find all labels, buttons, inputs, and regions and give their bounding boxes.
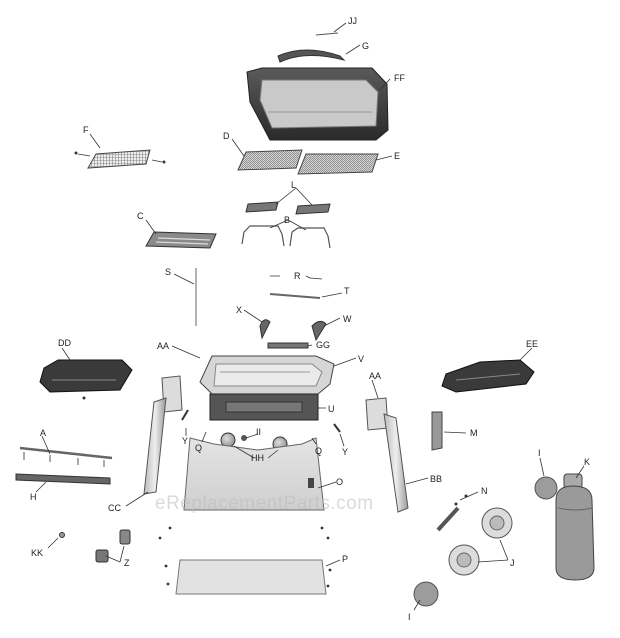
label-y-left: Y [182,436,188,446]
label-q-right: Q [315,446,322,456]
part-i-cap-top [534,476,558,500]
label-u: U [328,404,335,414]
panel-hardware [158,526,332,588]
label-v: V [358,354,364,364]
label-r: R [294,271,301,281]
label-n: N [481,486,488,496]
part-o-front-panel [183,437,325,511]
label-kk: KK [31,548,43,558]
part-labels: JJ G FF F D E L B C S R T X W AA GG DD E… [30,16,590,622]
label-gg: GG [316,340,330,350]
part-z-igniter [95,529,131,563]
part-g-lid-handle [277,49,346,63]
part-v-firebox [199,355,335,395]
label-aa-right: AA [369,371,381,381]
label-e: E [394,151,400,161]
label-m: M [470,428,478,438]
part-m-bracket [431,411,443,451]
label-a: A [40,428,46,438]
label-dd: DD [58,338,71,348]
label-d: D [223,131,230,141]
label-w: W [343,314,352,324]
part-x-valve-left [259,319,271,340]
part-y-bolt-left [181,409,189,421]
part-e-cooking-grate [297,153,379,175]
label-c: C [137,211,144,221]
label-cc: CC [108,503,121,513]
label-p: P [342,554,348,564]
part-k-propane-tank [555,473,595,581]
label-k: K [584,457,590,467]
part-i-cap-bottom [413,581,439,607]
part-ff-lid [246,67,389,141]
part-kk-screw [59,532,65,538]
label-x: X [236,305,242,315]
part-y-bolt-right [333,423,341,433]
part-n-regulator-hose [436,494,468,532]
part-c-briquette-grate [145,231,217,249]
part-j-wheels [448,507,513,576]
part-ii-igniter-knob [241,435,247,441]
part-bb-leg-right [383,413,409,513]
label-o: O [336,477,343,487]
label-jj: JJ [348,16,357,26]
part-l-heat-tents [245,201,331,215]
part-ee-side-shelf-right [441,359,535,393]
part-f-warming-rack [74,149,166,169]
part-a-towel-bar [19,446,113,467]
part-h-front-rail [15,473,111,485]
label-bb: BB [430,474,442,484]
label-i-top: I [538,448,541,458]
label-hh: HH [251,453,264,463]
part-jj-screw [315,32,339,36]
label-q-left: Q [195,443,202,453]
label-ee: EE [526,339,538,349]
label-b: B [284,215,290,225]
label-s: S [165,267,171,277]
part-dd-side-shelf-left [39,359,133,400]
label-i-bottom: I [408,612,411,622]
part-cc-leg-left [143,397,167,495]
part-t-burner-tube [269,293,321,299]
label-l: L [291,180,296,190]
label-y-right: Y [342,447,348,457]
part-gg-heat-shield [267,342,309,349]
part-b-burner-supports [241,225,331,249]
part-w-valve-right [311,320,327,342]
label-aa-left: AA [157,341,169,351]
label-j: J [510,558,515,568]
leader-lines [35,22,585,611]
label-t: T [344,286,350,296]
part-d-cooking-grate [237,149,303,171]
label-f: F [83,125,89,135]
watermark: eReplacementParts.com [155,493,374,514]
part-p-bottom-shelf [175,559,327,595]
label-g: G [362,41,369,51]
label-z: Z [124,558,130,568]
label-ff: FF [394,73,405,83]
label-ii: II [256,427,261,437]
label-h: H [30,492,37,502]
part-r-hardware [270,275,323,280]
part-u-control-panel [209,393,319,421]
